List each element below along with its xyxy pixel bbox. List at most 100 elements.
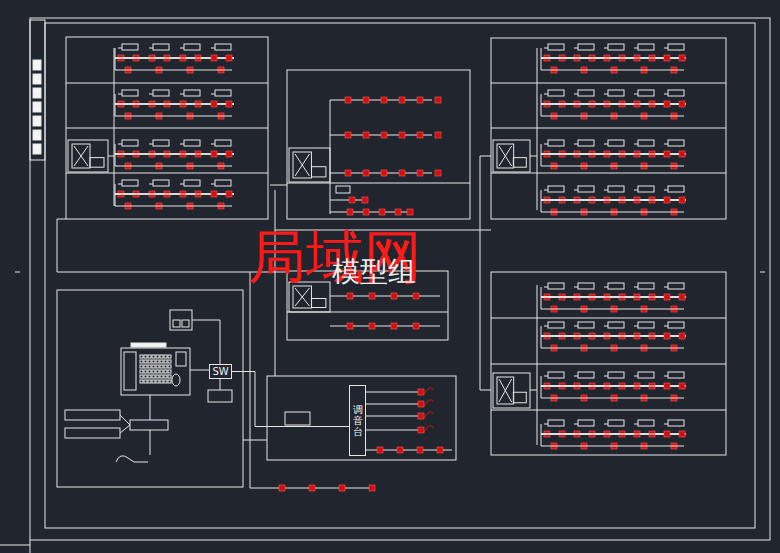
- outline: [608, 420, 624, 426]
- outline: [168, 380, 171, 383]
- amplifier-symbol: [499, 146, 512, 166]
- wire: [544, 376, 548, 377]
- outline: [184, 44, 200, 50]
- outline: [148, 365, 151, 368]
- outlet-symbol: [679, 151, 685, 157]
- outlet-symbol: [399, 132, 405, 138]
- outline: [122, 44, 138, 50]
- outlet-symbol: [363, 132, 369, 138]
- outline: [208, 390, 232, 402]
- outline: [122, 180, 138, 186]
- outline: [33, 74, 41, 84]
- outline: [312, 167, 326, 177]
- wire: [114, 48, 115, 206]
- outline: [497, 377, 514, 404]
- outline: [124, 352, 136, 390]
- outlet-symbol: [417, 170, 423, 176]
- amplifier-symbol: [499, 379, 512, 402]
- outline: [638, 283, 654, 289]
- outline: [30, 20, 45, 160]
- wire: [634, 144, 638, 145]
- microphone-symbol: [424, 412, 434, 418]
- outlet-symbol: [369, 323, 375, 329]
- outlet-symbol: [417, 97, 423, 103]
- outlet-symbol: [397, 447, 403, 453]
- outline: [152, 360, 155, 363]
- outline: [638, 372, 654, 378]
- outline: [148, 380, 151, 383]
- outlet-symbol: [362, 197, 368, 203]
- outlet-symbol: [664, 294, 670, 300]
- outlet-symbol: [345, 170, 351, 176]
- outline: [548, 140, 564, 146]
- outlet-symbol: [226, 55, 232, 61]
- wire: [541, 94, 542, 116]
- outline: [548, 372, 564, 378]
- outline: [33, 88, 41, 98]
- wire: [192, 320, 220, 321]
- outlet-symbol: [381, 97, 387, 103]
- outline: [144, 375, 147, 378]
- outline: [156, 365, 159, 368]
- wire: [66, 128, 268, 129]
- outline: [160, 360, 163, 363]
- wire: [108, 156, 114, 157]
- wire: [180, 48, 184, 49]
- outline: [57, 290, 243, 487]
- wire: [634, 48, 638, 49]
- outline: [491, 38, 726, 219]
- outline: [184, 180, 200, 186]
- outline: [215, 44, 231, 50]
- outline: [608, 186, 624, 192]
- wire: [574, 144, 578, 145]
- outline: [215, 90, 231, 96]
- wire: [491, 410, 726, 411]
- wire: [15, 272, 20, 273]
- outline: [160, 375, 163, 378]
- wire: [760, 272, 765, 273]
- wire: [115, 184, 116, 206]
- outlet-symbol: [413, 323, 419, 329]
- wire: [150, 395, 151, 420]
- outline: [608, 372, 624, 378]
- wire: [491, 83, 726, 84]
- outlet-symbol: [418, 413, 424, 419]
- outlet-symbol: [211, 191, 217, 197]
- outline: [168, 375, 171, 378]
- outlet-symbol: [664, 55, 670, 61]
- outline: [152, 370, 155, 373]
- outline: [215, 180, 231, 186]
- outline: [65, 410, 120, 420]
- wire: [270, 185, 287, 186]
- outline: [608, 140, 624, 146]
- outline: [156, 375, 159, 378]
- wire: [634, 287, 638, 288]
- outline: [293, 152, 311, 178]
- outline: [548, 322, 564, 328]
- wire: [634, 190, 638, 191]
- wire: [330, 100, 331, 214]
- outline: [156, 370, 159, 373]
- wire: [604, 144, 608, 145]
- outline: [168, 355, 171, 358]
- wire: [544, 94, 548, 95]
- wire: [149, 48, 153, 49]
- outlet-symbol: [418, 401, 424, 407]
- wire: [634, 376, 638, 377]
- outline: [513, 392, 526, 403]
- wire: [330, 296, 440, 297]
- outline: [90, 158, 104, 168]
- outlet-symbol: [395, 209, 401, 215]
- outline: [130, 420, 168, 430]
- outlet-symbol: [418, 427, 424, 433]
- wire: [604, 326, 608, 327]
- wire: [664, 287, 668, 288]
- outline: [144, 380, 147, 383]
- outline: [160, 380, 163, 383]
- amplifier-symbol: [295, 288, 309, 306]
- wire: [604, 190, 608, 191]
- wire: [330, 326, 440, 327]
- outline: [33, 116, 41, 126]
- outlet-symbol: [369, 485, 375, 491]
- outline: [312, 299, 326, 308]
